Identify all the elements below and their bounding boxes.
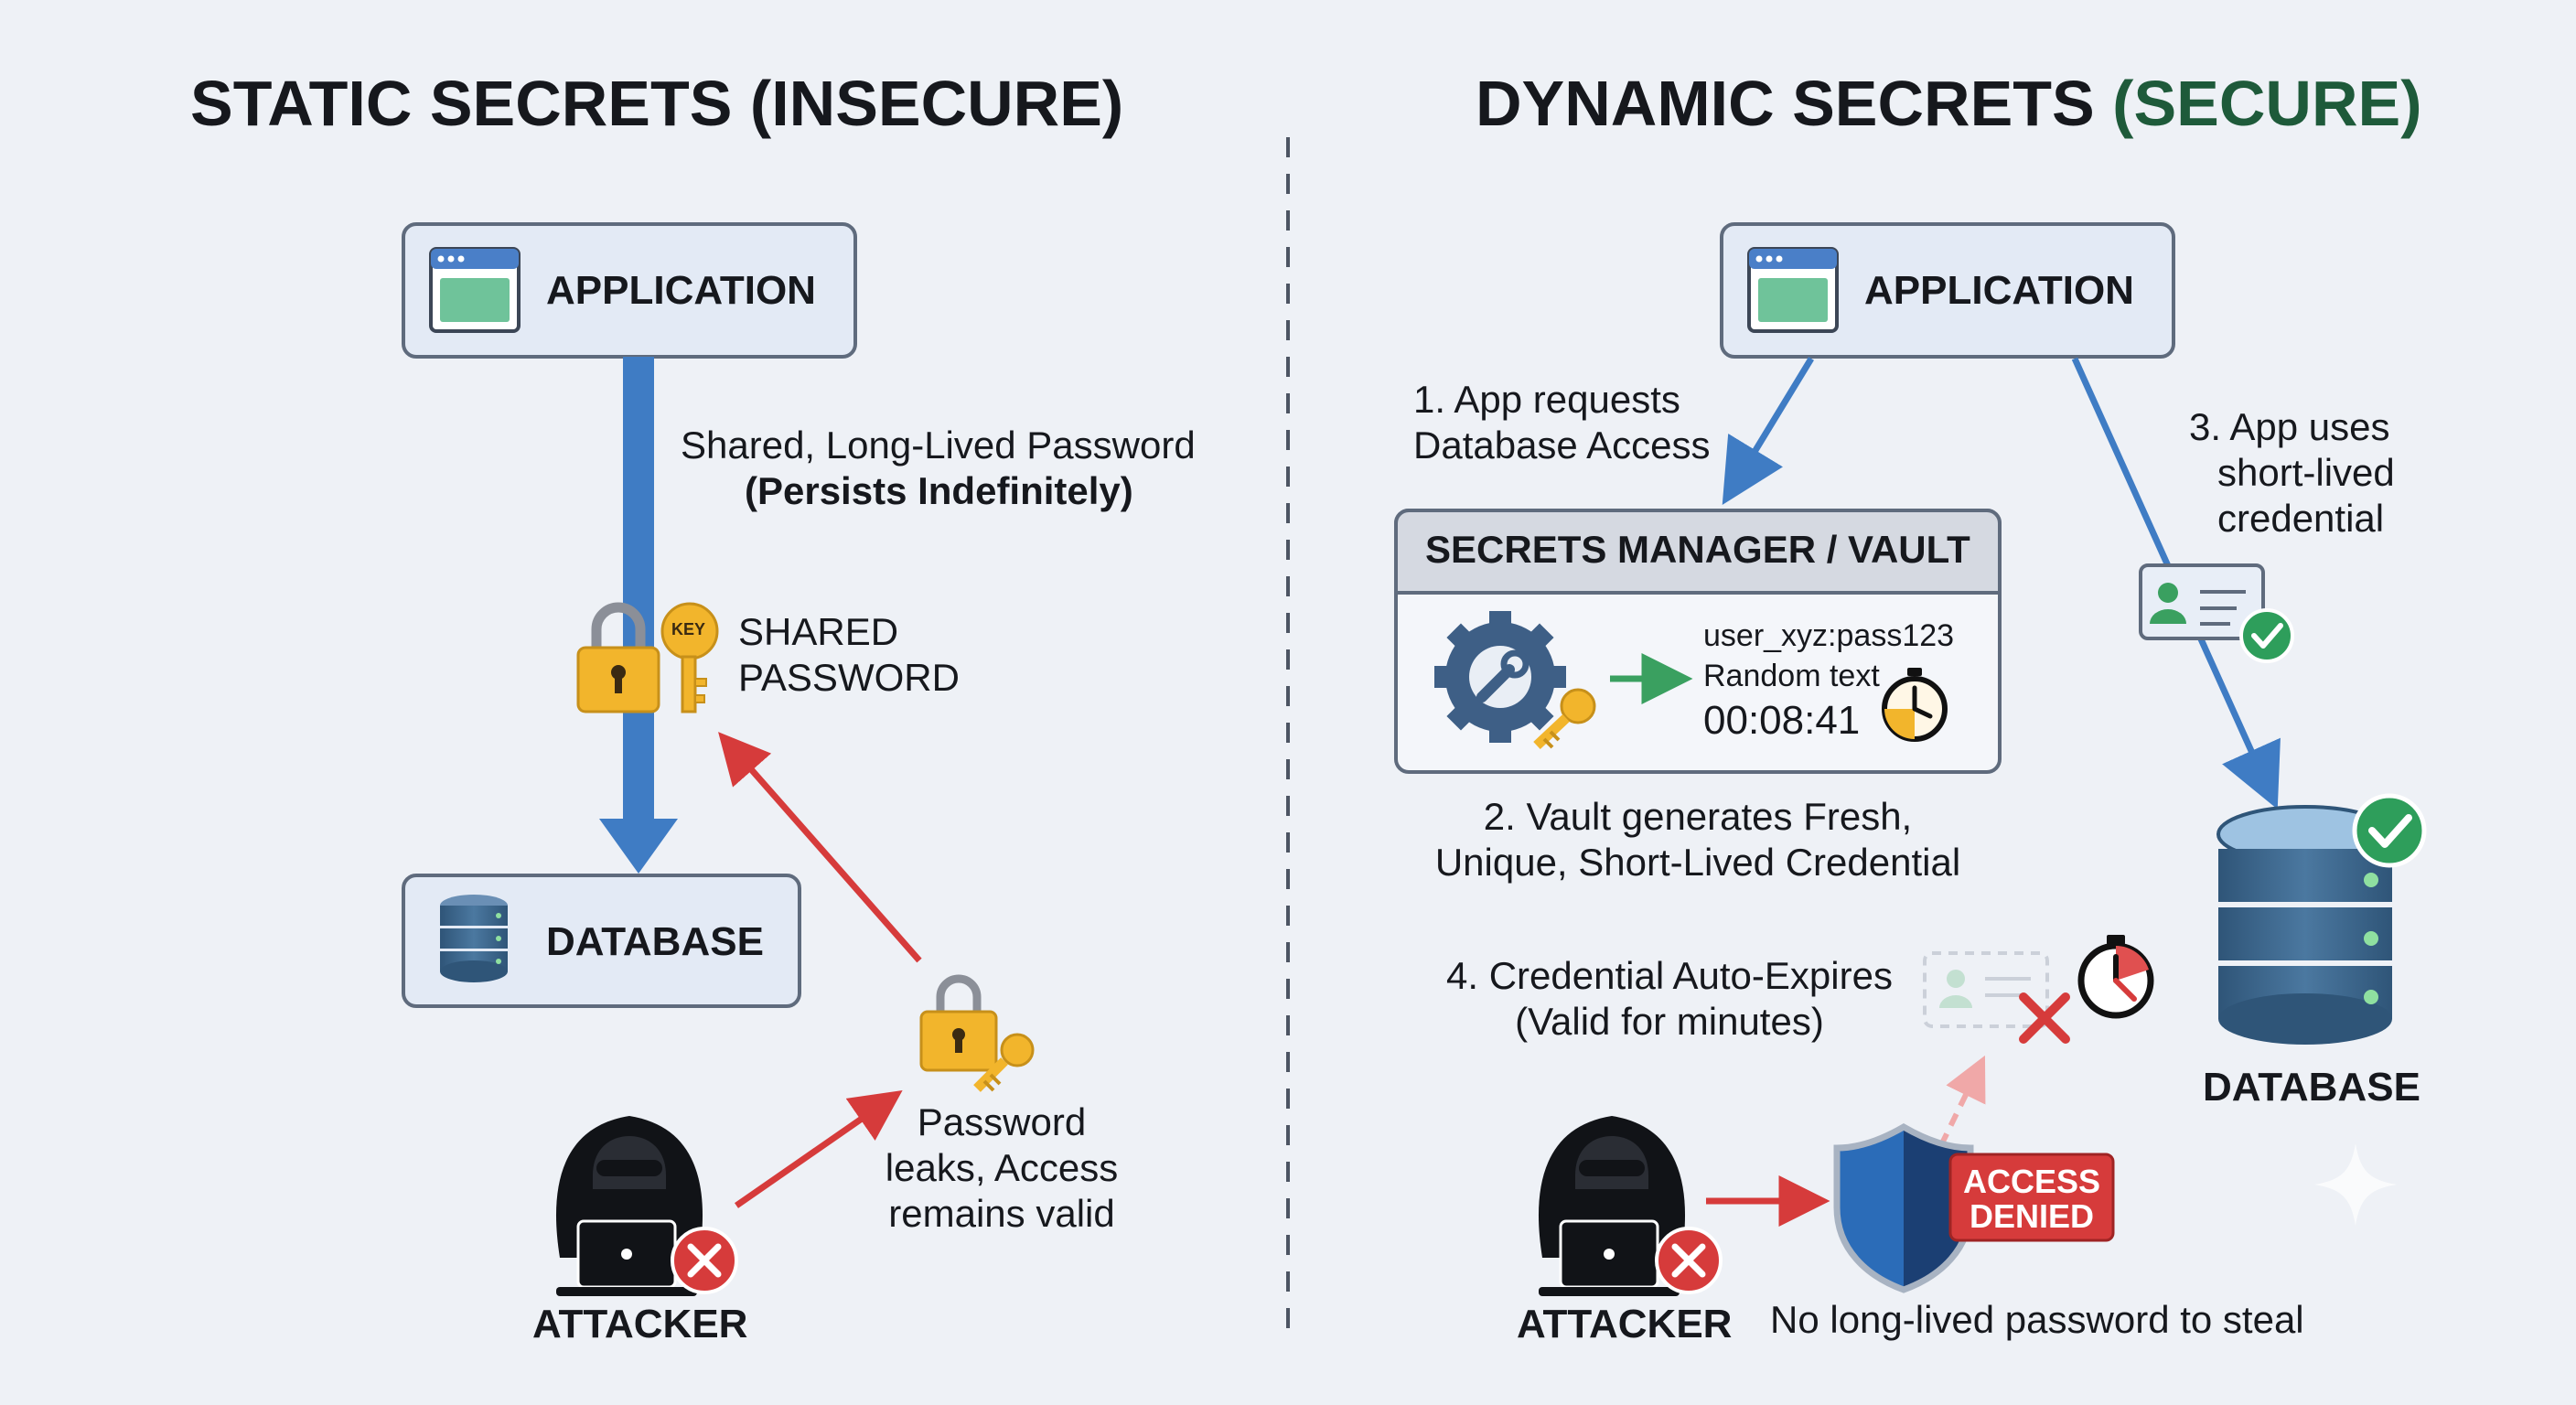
step1-line2: Database Access	[1413, 424, 1711, 467]
expire-stopwatch-icon	[2077, 935, 2154, 1019]
right-attacker-label: ATTACKER	[1517, 1302, 1733, 1346]
vault-key-icon	[1533, 688, 1596, 750]
right-database-icon	[2216, 793, 2427, 1045]
credential-user: user_xyz:pass123	[1703, 618, 1955, 653]
flow-caption-line1: Shared, Long-Lived Password	[681, 424, 1196, 467]
step1-line1: 1. App requests	[1413, 378, 1680, 421]
step3-line2: short-lived	[2217, 451, 2395, 494]
attacker-arrow-left	[735, 1090, 903, 1208]
left-attacker-label: ATTACKER	[532, 1302, 748, 1346]
step4-line2: (Valid for minutes)	[1515, 1000, 1824, 1043]
leak-caption-line2: leaks, Access	[885, 1146, 1119, 1189]
app-window-icon	[1747, 247, 1839, 333]
step2-line2: Unique, Short-Lived Credential	[1434, 841, 1961, 884]
vault-title: SECRETS MANAGER / VAULT	[1425, 528, 1970, 571]
left-application-label: APPLICATION	[546, 268, 816, 313]
access-denied-line1: ACCESS	[1962, 1163, 2101, 1200]
step4-line1: 4. Credential Auto-Expires	[1446, 954, 1893, 997]
credential-random: Random text	[1703, 659, 1880, 693]
flow-caption-line2: (Persists Indefinitely)	[745, 469, 1133, 512]
step3-line3: credential	[2217, 497, 2385, 540]
shared-password-line1: SHARED	[738, 610, 899, 653]
credential-card-icon	[2139, 563, 2294, 663]
right-attacker-icon	[1538, 1116, 1723, 1296]
left-title: STATIC SECRETS (INSECURE)	[190, 68, 1124, 139]
shared-password-line2: PASSWORD	[738, 656, 960, 699]
no-password-caption: No long-lived password to steal	[1770, 1298, 2304, 1341]
access-denied-badge	[1948, 1153, 2115, 1242]
leak-arrow-up	[718, 732, 922, 963]
left-application-box	[402, 222, 857, 359]
right-application-label: APPLICATION	[1864, 268, 2134, 313]
leaked-lock-icon	[919, 974, 1035, 1092]
left-flow-arrow	[599, 357, 678, 874]
right-title-secure: (SECURE)	[2112, 68, 2422, 139]
left-database-box	[402, 874, 801, 1008]
request-arrow	[1722, 357, 1814, 505]
right-title: DYNAMIC SECRETS (SECURE)	[1476, 71, 2422, 135]
vault-box	[1394, 509, 2002, 774]
left-database-label: DATABASE	[546, 919, 764, 964]
blocked-attempt-arrow	[1938, 1055, 1986, 1147]
leak-caption-line1: Password	[917, 1100, 1087, 1143]
gear-icon	[1434, 611, 1566, 743]
step3-line1: 3. App uses	[2189, 405, 2390, 448]
right-database-label: DATABASE	[2203, 1065, 2420, 1110]
credential-timer: 00:08:41	[1703, 698, 1861, 743]
expired-x-icon	[2019, 992, 2070, 1044]
leak-caption-line3: remains valid	[888, 1192, 1115, 1235]
expired-credential-icon	[1923, 951, 2049, 1028]
access-denied-line2: DENIED	[1969, 1197, 2095, 1235]
lock-key-icon	[576, 602, 719, 713]
shield-icon	[1833, 1122, 1974, 1293]
step2-line1: 2. Vault generates Fresh,	[1483, 795, 1913, 838]
left-attacker-icon	[555, 1116, 738, 1296]
database-icon	[440, 895, 508, 982]
right-title-main: DYNAMIC SECRETS	[1476, 68, 2113, 139]
key-tag-text: KEY	[671, 620, 706, 638]
app-window-icon	[429, 247, 521, 333]
stopwatch-icon	[1882, 668, 1948, 742]
sparkle-watermark	[2314, 1143, 2397, 1226]
right-application-box	[1720, 222, 2175, 359]
